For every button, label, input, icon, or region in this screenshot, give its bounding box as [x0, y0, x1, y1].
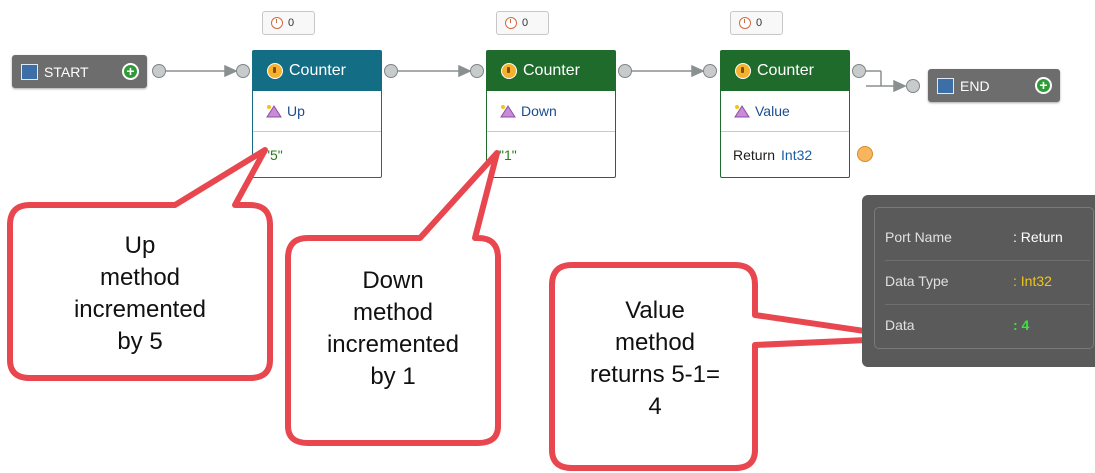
counter-node-down[interactable]: Counter Down "1" — [486, 50, 616, 178]
divider — [487, 131, 615, 132]
node-header: Counter — [253, 51, 381, 91]
end-input-port[interactable] — [906, 79, 920, 93]
start-node[interactable]: START + — [12, 55, 147, 88]
clock-icon — [271, 17, 283, 29]
node-title: Counter — [757, 62, 814, 79]
return-port[interactable] — [857, 146, 873, 162]
tooltip-panel: Port Name: Return Data Type: Int32 Data:… — [874, 207, 1094, 349]
input-port[interactable] — [470, 64, 484, 78]
output-port[interactable] — [852, 64, 866, 78]
timer-badge: 0 — [730, 11, 783, 35]
node-title: Counter — [523, 62, 580, 79]
clock-icon — [505, 17, 517, 29]
node-header: Counter — [487, 51, 615, 91]
end-node[interactable]: END + — [928, 69, 1060, 102]
input-port[interactable] — [703, 64, 717, 78]
return-type: Int32 — [781, 146, 813, 163]
method-icon — [500, 105, 516, 118]
clock-icon — [739, 17, 751, 29]
end-icon — [937, 77, 954, 94]
counter-icon — [735, 63, 751, 79]
callout-bubble-2 — [285, 150, 501, 446]
add-icon[interactable]: + — [122, 63, 139, 80]
counter-node-value[interactable]: Counter Value Return Int32 — [720, 50, 850, 178]
method-row[interactable]: Down — [487, 91, 615, 131]
input-port[interactable] — [236, 64, 250, 78]
method-icon — [734, 105, 750, 118]
method-name: Down — [521, 103, 557, 119]
method-row[interactable]: Value — [721, 91, 849, 131]
counter-icon — [267, 63, 283, 79]
method-name: Up — [287, 103, 305, 119]
method-row[interactable]: Up — [253, 91, 381, 131]
timer-count: 0 — [288, 17, 295, 29]
return-row: Return Int32 — [721, 132, 849, 177]
add-icon[interactable]: + — [1035, 77, 1052, 94]
counter-icon — [501, 63, 517, 79]
timer-badge: 0 — [262, 11, 315, 35]
node-title: Counter — [289, 62, 346, 79]
callout-bubble-3 — [549, 262, 915, 471]
counter-node-up[interactable]: Counter Up "5" — [252, 50, 382, 178]
timer-badge: 0 — [496, 11, 549, 35]
tooltip-row-data-type: Data Type: Int32 — [885, 273, 1052, 289]
argument-value: "1" — [499, 146, 517, 163]
node-header: Counter — [721, 51, 849, 91]
start-output-port[interactable] — [152, 64, 166, 78]
tooltip-row-data: Data: 4 — [885, 317, 1030, 333]
divider — [253, 131, 381, 132]
start-label: START — [44, 63, 89, 80]
port-tooltip: Port Name: Return Data Type: Int32 Data:… — [862, 195, 1095, 367]
end-label: END — [960, 77, 990, 94]
timer-count: 0 — [756, 17, 763, 29]
timer-count: 0 — [522, 17, 529, 29]
return-label: Return — [733, 146, 776, 163]
output-port[interactable] — [618, 64, 632, 78]
start-icon — [21, 63, 38, 80]
divider — [721, 131, 849, 132]
argument-value: "5" — [265, 146, 283, 163]
callout-bubble-1 — [7, 147, 273, 381]
method-icon — [266, 105, 282, 118]
output-port[interactable] — [384, 64, 398, 78]
method-name: Value — [755, 103, 790, 119]
tooltip-row-port-name: Port Name: Return — [885, 229, 1063, 245]
